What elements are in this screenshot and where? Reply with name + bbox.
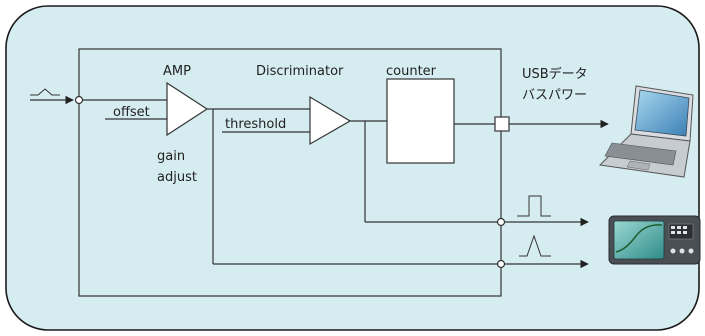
threshold-label: threshold [225,117,286,132]
amp-title: AMP [163,64,191,79]
usb-label-line2: バスパワー [522,88,587,103]
digital-output-node [496,217,506,227]
square-pulse-icon [517,195,551,217]
gain-label: gain [157,149,185,164]
small-pulse-icon [30,88,60,96]
amp-triangle [166,81,209,137]
usb-label-line1: USBデータ [522,66,588,82]
module-enclosure [78,48,502,297]
usb-port [494,116,510,132]
discriminator-triangle [309,95,352,146]
oscilloscope-icon [608,215,701,265]
analog-pulse-icon [519,234,551,257]
background-panel [5,5,700,331]
discriminator-title: Discriminator [256,64,344,79]
laptop-icon [598,85,694,178]
input-node [74,95,84,105]
counter-title: counter [386,64,437,79]
counter-block [386,78,455,164]
adjust-label: adjust [157,170,197,185]
offset-label: offset [113,105,150,120]
analog-output-node [496,259,506,269]
